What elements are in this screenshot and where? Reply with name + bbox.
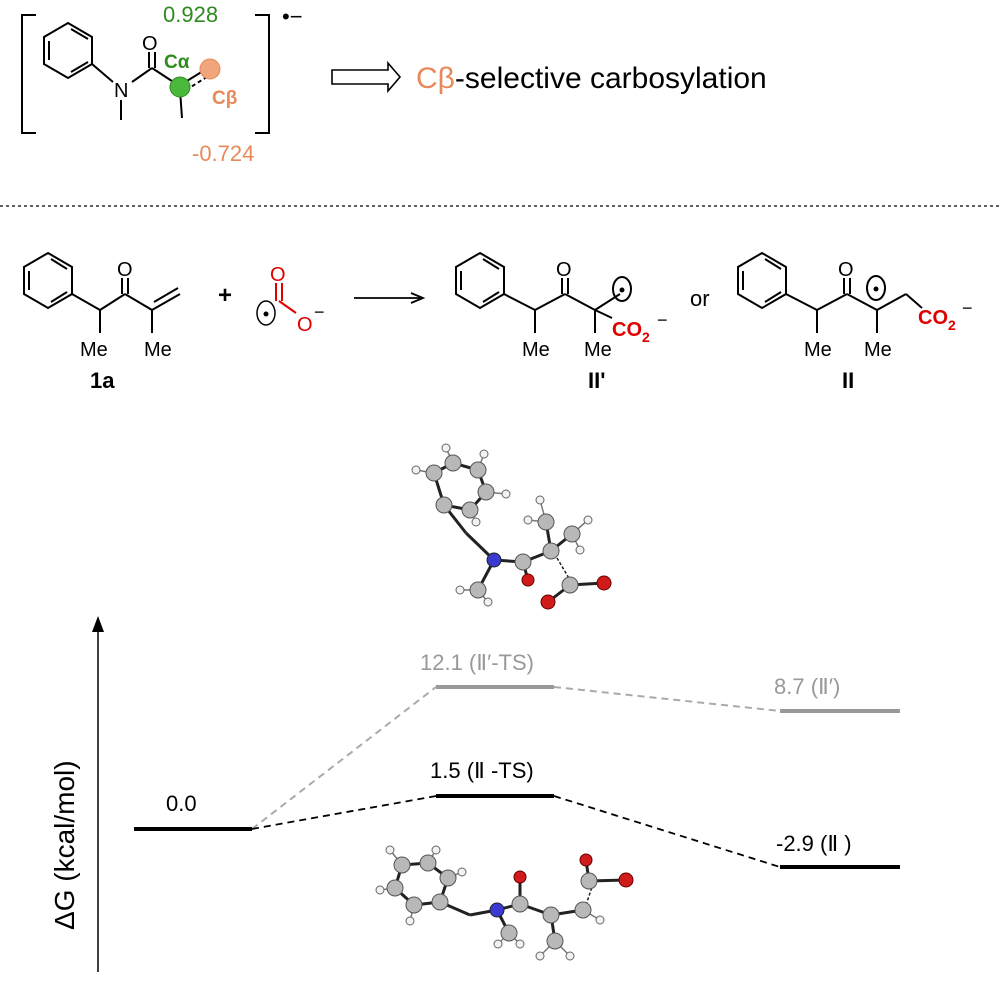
atom-o: O — [556, 259, 572, 281]
radical-dot — [873, 286, 879, 292]
right-bracket — [255, 14, 270, 134]
y-axis-arrow-icon — [92, 616, 104, 632]
reaction-scheme: O Me Me 1a + O O − — [23, 251, 973, 393]
path-connector-II — [251, 795, 437, 830]
atom-n: N — [114, 80, 128, 102]
arrow-head-icon — [410, 292, 426, 304]
compound-label-II: II — [842, 368, 854, 393]
co2-radical-anion — [256, 283, 297, 326]
c-beta-label: Cβ — [212, 88, 237, 109]
atom-o: O — [297, 314, 313, 336]
hollow-arrow-icon — [331, 60, 402, 94]
energy-label-II-TS: 1.5 (Ⅱ -TS) — [430, 758, 534, 783]
headline-prefix: Cβ — [416, 62, 455, 95]
or-label: or — [690, 286, 710, 311]
molecule-II — [737, 251, 923, 333]
carboxylate-label: CO2 — [918, 307, 956, 333]
ts-structure-IIp — [411, 443, 612, 610]
molecule-IIp — [455, 251, 632, 333]
headline: Cβ-selective carbosylation — [416, 62, 767, 95]
y-axis-label: ΔG (kcal/mol) — [49, 760, 80, 930]
compound-label-IIp: II' — [588, 368, 605, 393]
path-connector-IIp — [553, 686, 781, 712]
bond — [91, 63, 114, 83]
compound-label-1a: 1a — [90, 368, 115, 393]
methyl-label: Me — [144, 339, 172, 361]
methyl-label: Me — [522, 339, 550, 361]
atom-o: O — [838, 259, 854, 281]
path-connector-II — [553, 795, 781, 868]
energy-label-II: -2.9 (Ⅱ ) — [776, 831, 852, 856]
spin-density-beta: -0.724 — [192, 141, 254, 166]
methyl-label: Me — [80, 339, 108, 361]
methyl-label: Me — [804, 339, 832, 361]
spin-density-alpha: 0.928 — [163, 2, 218, 27]
molecule-1a — [23, 251, 181, 333]
path-connector-IIp — [251, 686, 437, 830]
carboxylate-label: CO2 — [612, 319, 650, 345]
ts-structure-II — [375, 845, 634, 961]
radical-anion-charge: •− — [282, 4, 303, 29]
c-alpha-label: Cα — [164, 52, 190, 73]
energy-label-IIp-TS: 12.1 (Ⅱ′-TS) — [420, 650, 534, 675]
energy-profile: ΔG (kcal/mol) 0.0 12.1 (Ⅱ′-TS) 8.7 (Ⅱ′) … — [49, 616, 900, 972]
radical-dot — [619, 287, 625, 293]
atom-o: O — [270, 264, 286, 286]
c-beta-atom — [199, 58, 221, 80]
atom-o: O — [142, 33, 158, 55]
energy-label-start: 0.0 — [166, 791, 197, 816]
charge-minus: − — [962, 298, 973, 318]
charge-minus: − — [314, 302, 325, 322]
top-panel: •− N O 0.928 Cα Cβ -0.724 Cβ-selective c… — [21, 2, 767, 166]
methyl-label: Me — [584, 339, 612, 361]
atom-o: O — [117, 259, 133, 281]
methyl-label: Me — [864, 339, 892, 361]
energy-label-IIp: 8.7 (Ⅱ′) — [774, 674, 840, 699]
c-alpha-atom — [169, 76, 191, 98]
plus-sign: + — [218, 282, 232, 309]
left-bracket — [21, 14, 36, 134]
bond — [131, 67, 153, 83]
headline-suffix: -selective carbosylation — [455, 62, 767, 95]
phenyl-ring — [43, 21, 93, 80]
charge-minus: − — [657, 310, 668, 330]
